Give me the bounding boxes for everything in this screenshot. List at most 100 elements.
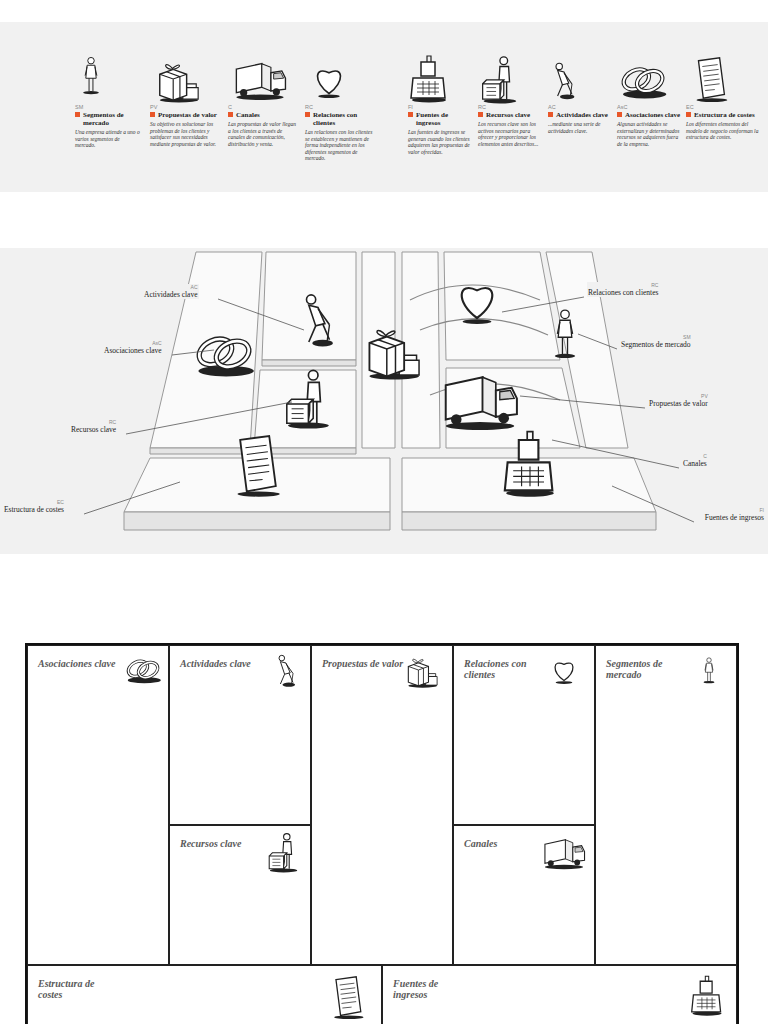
- element-description: Una empresa atiende a uno o varios segme…: [75, 129, 141, 149]
- element-column: PVPropuestas de valor Su objetivo es solu…: [150, 104, 220, 147]
- heading-row: Estructura de costes: [686, 111, 760, 119]
- element-heading: Canales: [236, 111, 260, 119]
- callout-number: FI: [408, 104, 472, 111]
- element-heading: Propuestas de valor: [158, 111, 217, 119]
- red-marker: [478, 112, 483, 117]
- block-heading: Segmentos de mercado: [606, 658, 688, 680]
- red-marker: [617, 112, 622, 117]
- callout-label: Canales: [683, 459, 707, 468]
- canvas-block: Segmentos de mercado: [595, 645, 737, 965]
- callout-label: Propuestas de valor: [649, 399, 708, 408]
- heading-row: Recursos clave: [478, 111, 542, 119]
- element-column: RCRelaciones con clientesLas relaciones …: [305, 104, 377, 162]
- canvas-block: Asociaciones clave: [27, 645, 169, 965]
- callout-number: AsC: [617, 104, 681, 111]
- callout-number: RC: [478, 104, 542, 111]
- canvas-block: Recursos clave: [169, 825, 311, 965]
- callout: FIFuentes de ingresos: [704, 507, 765, 522]
- element-description: Algunas actividades se externalizan y de…: [617, 121, 681, 147]
- callout-number: EC: [4, 499, 64, 505]
- element-column: RCRecursos claveLos recursos clave son l…: [478, 104, 542, 147]
- callout-number: PV: [649, 393, 708, 399]
- red-marker: [75, 112, 80, 117]
- heading-row: Fuentes de ingresos: [408, 111, 472, 127]
- element-description: ...mediante una serie de actividades cla…: [548, 121, 612, 134]
- element-column: CCanalesLas propuestas de valor llegan a…: [228, 104, 298, 147]
- callout-number: C: [228, 104, 298, 111]
- callout-number: C: [683, 453, 707, 459]
- element-column: AsCAsociaciones claveAlgunas actividades…: [617, 104, 681, 147]
- callout: RCRecursos clave: [70, 419, 117, 434]
- element-column: ECEstructura de costesLos diferentes ele…: [686, 104, 760, 141]
- red-marker: [548, 112, 553, 117]
- element-heading: Actividades clave: [556, 111, 608, 119]
- heading-row: Relaciones con clientes: [305, 111, 377, 127]
- heading-row: Asociaciones clave: [617, 111, 681, 119]
- callout-number: AC: [144, 284, 198, 290]
- callout: ECEstructura de costes: [3, 499, 65, 514]
- callout: SMSegmentos de mercado: [620, 334, 692, 349]
- callout-label: Fuentes de ingresos: [705, 513, 764, 522]
- top-strip-ground: [0, 22, 768, 192]
- red-marker: [408, 112, 413, 117]
- callout: PVPropuestas de valor: [648, 393, 709, 408]
- callout-label: Estructura de costes: [4, 505, 64, 514]
- red-marker: [305, 112, 310, 117]
- element-heading: Recursos clave: [486, 111, 530, 119]
- heading-row: Canales: [228, 111, 298, 119]
- callout-number: SM: [621, 334, 691, 340]
- callout-number: RC: [71, 419, 116, 425]
- canvas-block: Propuestas de valor: [311, 645, 453, 965]
- heading-row: Segmentos de mercado: [75, 111, 141, 127]
- block-heading: Actividades clave: [180, 658, 251, 669]
- block-heading: Canales: [464, 838, 497, 849]
- element-description: Las relaciones con los clientes se estab…: [305, 129, 377, 162]
- element-heading: Fuentes de ingresos: [416, 111, 472, 127]
- element-heading: Relaciones con clientes: [313, 111, 377, 127]
- canvas-block: Estructura de costes: [27, 965, 382, 1024]
- callout-number: AC: [548, 104, 612, 111]
- canvas-block: Canales: [453, 825, 595, 965]
- element-column: SMSegmentos de mercadoUna empresa atiend…: [75, 104, 141, 149]
- heading-row: Propuestas de valor: [150, 111, 220, 119]
- element-description: Los diferentes elementos del modelo de n…: [686, 121, 760, 141]
- callout-label: Asociaciones clave: [104, 346, 162, 355]
- callout-number: RC: [305, 104, 377, 111]
- element-description: Las propuestas de valor llegan a los cli…: [228, 121, 298, 147]
- element-column: FIFuentes de ingresosLas fuentes de ingr…: [408, 104, 472, 155]
- element-heading: Estructura de costes: [694, 111, 755, 119]
- red-marker: [150, 112, 155, 117]
- canvas-block: Relaciones con clientes: [453, 645, 595, 825]
- callout-label: Segmentos de mercado: [621, 340, 691, 349]
- callout-number: EC: [686, 104, 760, 111]
- callout-label: Relaciones con clientes: [588, 288, 658, 297]
- block-heading: Asociaciones clave: [38, 658, 115, 669]
- callout: RCRelaciones con clientes: [587, 282, 659, 297]
- block-heading: Relaciones con clientes: [464, 658, 546, 680]
- element-column: ACActividades clave ...mediante una serie…: [548, 104, 612, 134]
- element-description: Su objetivo es solucionar los problemas …: [150, 121, 220, 147]
- canvas-block: Fuentes de ingresos: [382, 965, 737, 1024]
- element-description: Los recursos clave son los activos neces…: [478, 121, 542, 147]
- callout-label: Recursos clave: [71, 425, 116, 434]
- block-heading: Recursos clave: [180, 838, 241, 849]
- callout: ACActividades clave: [143, 284, 199, 299]
- callout-number: RC: [588, 282, 658, 288]
- element-description: Las fuentes de ingresos se generan cuand…: [408, 129, 472, 155]
- red-marker: [228, 112, 233, 117]
- callout-number: SM: [75, 104, 141, 111]
- heading-row: Actividades clave: [548, 111, 612, 119]
- element-heading: Segmentos de mercado: [83, 111, 141, 127]
- callout: CCanales: [682, 453, 708, 468]
- callout: AsCAsociaciones clave: [103, 340, 163, 355]
- block-heading: Estructura de costes: [38, 978, 120, 1000]
- callout-number: FI: [705, 507, 764, 513]
- callout-number: AsC: [104, 340, 162, 346]
- callout-number: PV: [150, 104, 220, 111]
- element-heading: Asociaciones clave: [625, 111, 680, 119]
- callout-label: Actividades clave: [144, 290, 198, 299]
- block-heading: Propuestas de valor: [322, 658, 403, 669]
- canvas-block: Actividades clave: [169, 645, 311, 825]
- red-marker: [686, 112, 691, 117]
